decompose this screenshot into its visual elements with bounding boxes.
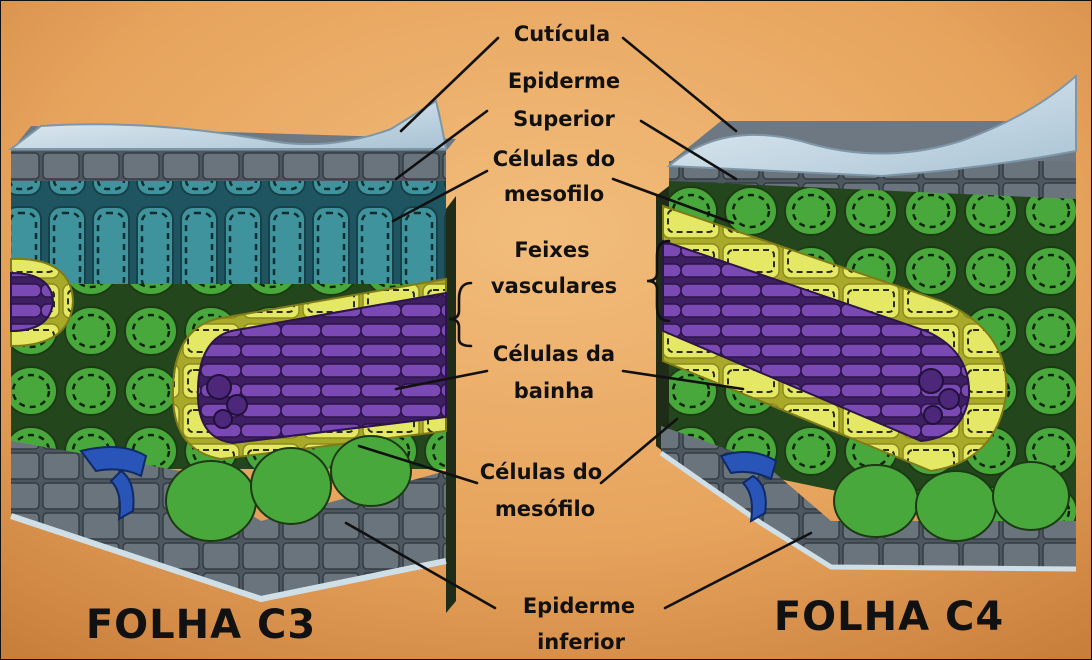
label-cuticle: Cutícula: [514, 22, 610, 46]
label-mesophyll-top-line2: mesofilo: [504, 182, 604, 206]
label-vascular-bundles-line1: Feixes: [514, 238, 589, 262]
leaf-c4-block: [656, 76, 1076, 569]
title-leaf-c3: FOLHA C3: [86, 602, 316, 648]
label-vascular-bundles-line2: vasculares: [491, 274, 617, 298]
label-upper-epidermis-line1: Epiderme: [508, 69, 620, 93]
c3-palisade-mesophyll: [11, 179, 446, 284]
c3-upper-epidermis: [11, 151, 446, 181]
label-mesophyll-top-line1: Células do: [493, 147, 615, 171]
leaf-c3-block: [11, 101, 456, 613]
label-mesophyll-bottom-line1: Células do: [480, 460, 602, 484]
label-sheath-line2: bainha: [514, 379, 594, 403]
label-sheath-line1: Células da: [493, 342, 615, 366]
label-mesophyll-bottom-line2: mesófilo: [495, 497, 595, 521]
label-lower-epidermis-line2: inferior: [537, 630, 626, 654]
label-lower-epidermis-line1: Epiderme: [523, 594, 635, 618]
label-upper-epidermis-line2: Superior: [513, 107, 615, 131]
title-leaf-c4: FOLHA C4: [774, 594, 1004, 640]
